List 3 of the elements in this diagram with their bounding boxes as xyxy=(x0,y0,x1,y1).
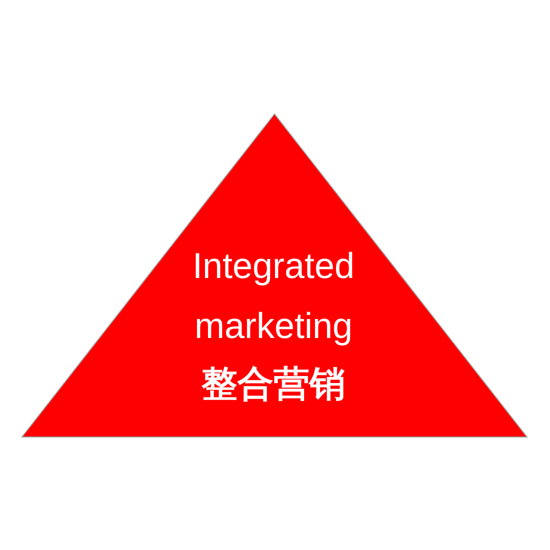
node-text: Integrated marketing xyxy=(192,244,355,348)
triangle-shape xyxy=(22,114,527,437)
node-text: 整合营销 xyxy=(202,364,346,404)
